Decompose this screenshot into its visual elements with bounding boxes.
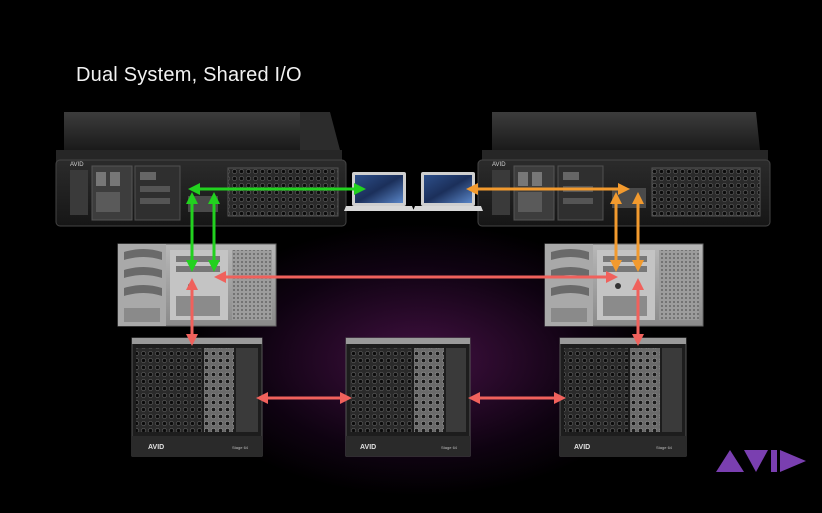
laptop-icon [413,172,483,211]
laptop-right [413,172,483,211]
stagebox-icon [131,337,263,457]
connections [186,183,644,404]
stage-center-brand: AVID [360,444,376,451]
stage-center-model: Stage 64 [441,445,458,450]
laptop-left [344,172,414,211]
engine-left [117,243,277,327]
avid-logo-icon [716,450,806,472]
console-right-brand: AVID [492,162,506,168]
laptop-icon [344,172,414,211]
stage-right-brand: AVID [574,444,590,451]
slide-title: Dual System, Shared I/O [76,64,302,86]
stagebox-icon [559,337,687,457]
console-left-brand: AVID [70,162,84,168]
stage-right-model: Stage 64 [656,445,673,450]
stage-rack-right: AVID Stage 64 [559,337,687,457]
console-icon [55,112,347,227]
stage-left-model: Stage 64 [232,445,249,450]
console-right: AVID [477,112,771,227]
console-left: AVID [55,112,347,227]
stage-rack-center: AVID Stage 64 [345,337,471,457]
stage-left-brand: AVID [148,444,164,451]
stagebox-icon [345,337,471,457]
console-icon [477,112,771,227]
engine-right [544,243,704,327]
avid-logo [716,450,806,472]
engine-icon [117,243,277,327]
stage-rack-left: AVID Stage 64 [131,337,263,457]
engine-icon [544,243,704,327]
